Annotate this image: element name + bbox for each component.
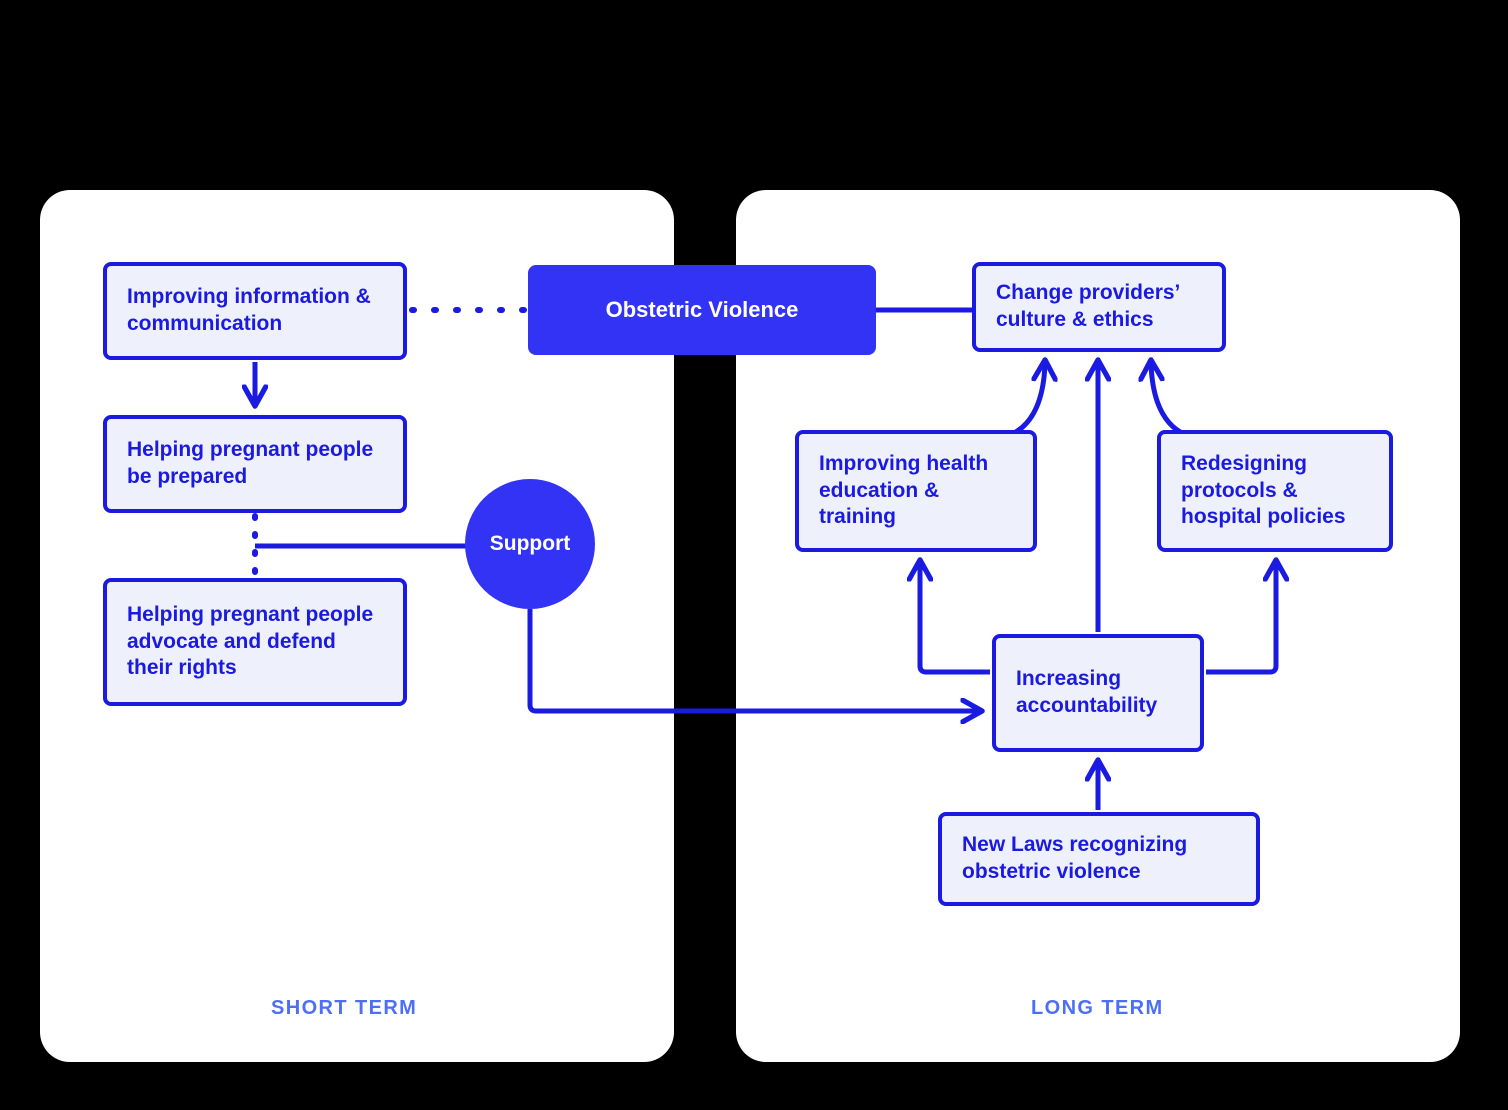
panel-label-short-term: SHORT TERM — [271, 997, 418, 1019]
node-redesigning-protocols[interactable]: Redesigning protocols & hospital policie… — [1157, 430, 1393, 552]
node-label: Support — [489, 532, 571, 555]
node-label: Obstetric Violence — [605, 297, 799, 322]
node-label: Improving information & communication — [127, 285, 371, 335]
node-increasing-accountability[interactable]: Increasing accountability — [992, 634, 1204, 752]
node-helping-pregnant-prepared[interactable]: Helping pregnant people be prepared — [103, 415, 407, 513]
node-support[interactable]: Support — [465, 479, 595, 609]
node-new-laws[interactable]: New Laws recognizing obstetric violence — [938, 812, 1260, 906]
node-obstetric-violence[interactable]: Obstetric Violence — [528, 265, 876, 355]
node-improving-information[interactable]: Improving information & communication — [103, 262, 407, 360]
node-label: Redesigning protocols & hospital policie… — [1181, 451, 1346, 529]
node-label: Change providers’ culture & ethics — [996, 281, 1180, 331]
node-label: Improving health education & training — [819, 451, 989, 529]
node-improving-health-education[interactable]: Improving health education & training — [795, 430, 1037, 552]
node-label: Increasing accountability — [1016, 667, 1158, 717]
node-label: New Laws recognizing obstetric violence — [962, 833, 1188, 883]
panel-label-long-term: LONG TERM — [1031, 997, 1164, 1019]
node-label: Helping pregnant people advocate and def… — [127, 602, 374, 680]
node-change-providers-culture[interactable]: Change providers’ culture & ethics — [972, 262, 1226, 352]
node-helping-pregnant-advocate[interactable]: Helping pregnant people advocate and def… — [103, 578, 407, 706]
node-label: Helping pregnant people be prepared — [127, 438, 374, 488]
